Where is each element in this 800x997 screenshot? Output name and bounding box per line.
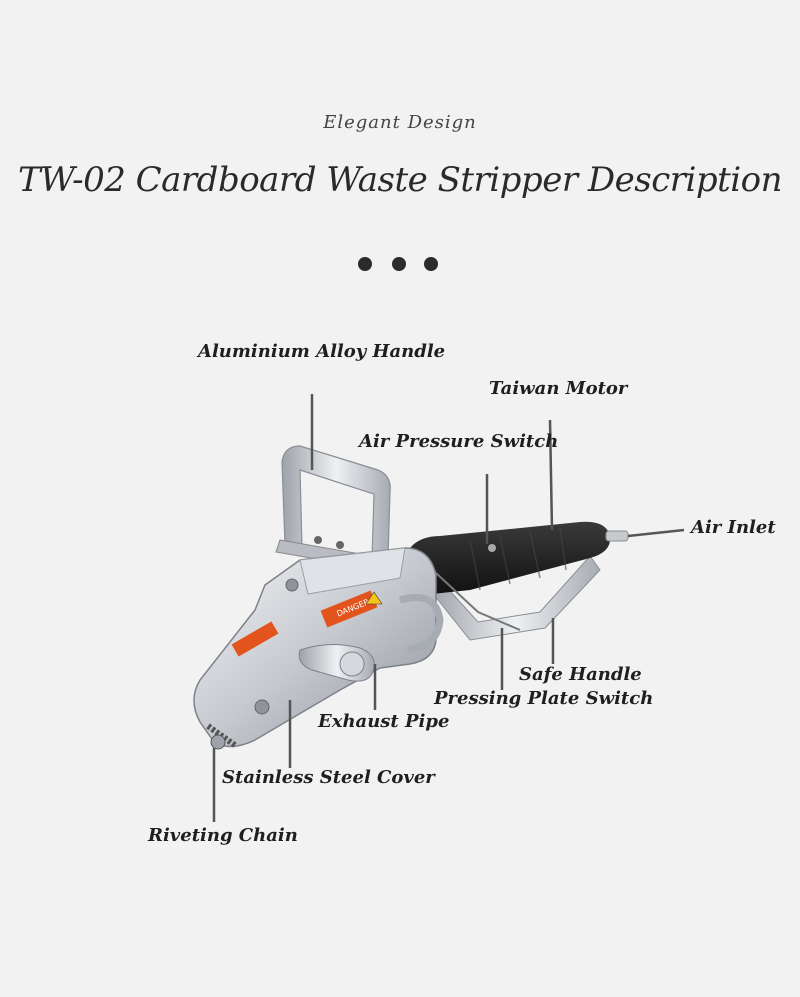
label-riveting-chain: Riveting Chain <box>148 825 298 846</box>
dot-2 <box>392 257 406 271</box>
dot-3 <box>424 257 438 271</box>
label-air-pressure-switch: Air Pressure Switch <box>359 431 559 452</box>
leader-taiwan-motor <box>548 419 554 531</box>
page-title: TW-02 Cardboard Waste Stripper Descripti… <box>17 160 783 200</box>
decorative-dots <box>0 257 800 273</box>
label-pressing-plate-switch: Pressing Plate Switch <box>434 688 654 709</box>
label-air-inlet: Air Inlet <box>691 517 776 538</box>
stainless-body: DANGER <box>193 547 444 750</box>
page-subtitle: Elegant Design <box>323 112 477 133</box>
label-stainless-steel-cover: Stainless Steel Cover <box>222 767 435 788</box>
label-aluminium-alloy-handle: Aluminium Alloy Handle <box>198 341 446 362</box>
label-safe-handle: Safe Handle <box>519 664 642 685</box>
leader-air-inlet <box>627 528 685 538</box>
label-exhaust-pipe: Exhaust Pipe <box>318 711 450 732</box>
motor-grip <box>408 521 629 631</box>
dot-1 <box>358 257 372 271</box>
label-taiwan-motor: Taiwan Motor <box>489 378 628 399</box>
leader-lines <box>212 394 685 822</box>
